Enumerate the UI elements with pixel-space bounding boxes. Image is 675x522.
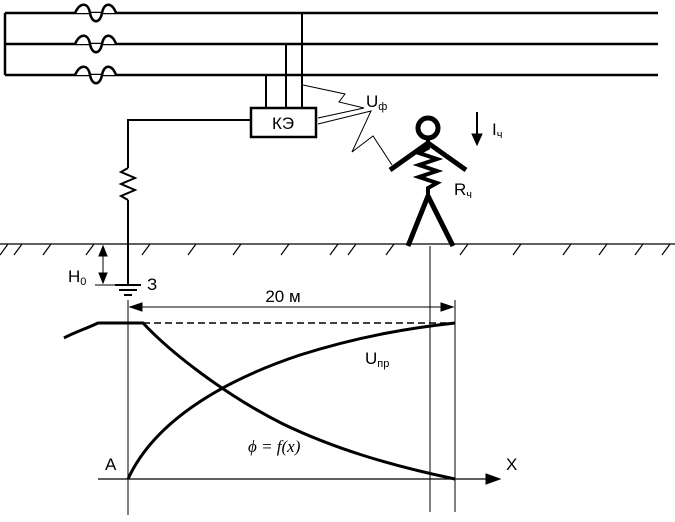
ground-conductor bbox=[118, 119, 251, 285]
equipment-box bbox=[249, 106, 318, 139]
phase-taps bbox=[265, 13, 303, 108]
u-phase-label: Uф bbox=[366, 92, 387, 113]
phase-voltage-zigzag bbox=[302, 84, 393, 166]
fuse-icon bbox=[73, 65, 118, 85]
x-axis-label: X bbox=[506, 455, 517, 474]
ground-surface bbox=[0, 243, 675, 256]
current-arrow-icon bbox=[471, 112, 483, 147]
phi-formula-label: ϕ = f(x) bbox=[248, 437, 301, 456]
phi-curve bbox=[63, 321, 456, 481]
person-figure bbox=[388, 115, 468, 248]
ground-electrode-label: З bbox=[147, 275, 157, 294]
x-axis bbox=[98, 473, 502, 485]
distance-label: 20 м bbox=[265, 287, 300, 306]
zigzag-upper bbox=[302, 84, 365, 119]
distance-dimension bbox=[128, 302, 455, 312]
depth-dimension bbox=[95, 244, 118, 286]
equipment-box-label: КЭ bbox=[272, 114, 294, 133]
zigzag-lower bbox=[317, 110, 393, 166]
current-label: Iч bbox=[492, 120, 502, 141]
upr-label: Uпр bbox=[365, 349, 389, 370]
person-leg-left bbox=[405, 195, 431, 247]
person-head bbox=[415, 115, 441, 141]
resistor-zigzag-icon bbox=[118, 167, 138, 201]
upr-curve bbox=[126, 321, 456, 480]
potential-curve bbox=[63, 321, 456, 481]
ground-electrode-icon bbox=[115, 284, 141, 296]
fuse-icon bbox=[73, 3, 118, 23]
ground-wire bbox=[127, 119, 251, 168]
touch-voltage-curve bbox=[126, 321, 456, 480]
person-arm-left bbox=[388, 140, 430, 173]
fuse-icon bbox=[73, 34, 118, 54]
person-leg-right bbox=[425, 194, 456, 248]
origin-label: A bbox=[105, 455, 117, 474]
ground-hatch bbox=[0, 243, 671, 256]
resistance-label: Rч bbox=[454, 180, 472, 201]
depth-label: H0 bbox=[68, 267, 86, 288]
person-body-resistor-icon bbox=[412, 138, 444, 196]
person-arm-right bbox=[426, 140, 468, 173]
fuse-symbols bbox=[73, 3, 118, 85]
